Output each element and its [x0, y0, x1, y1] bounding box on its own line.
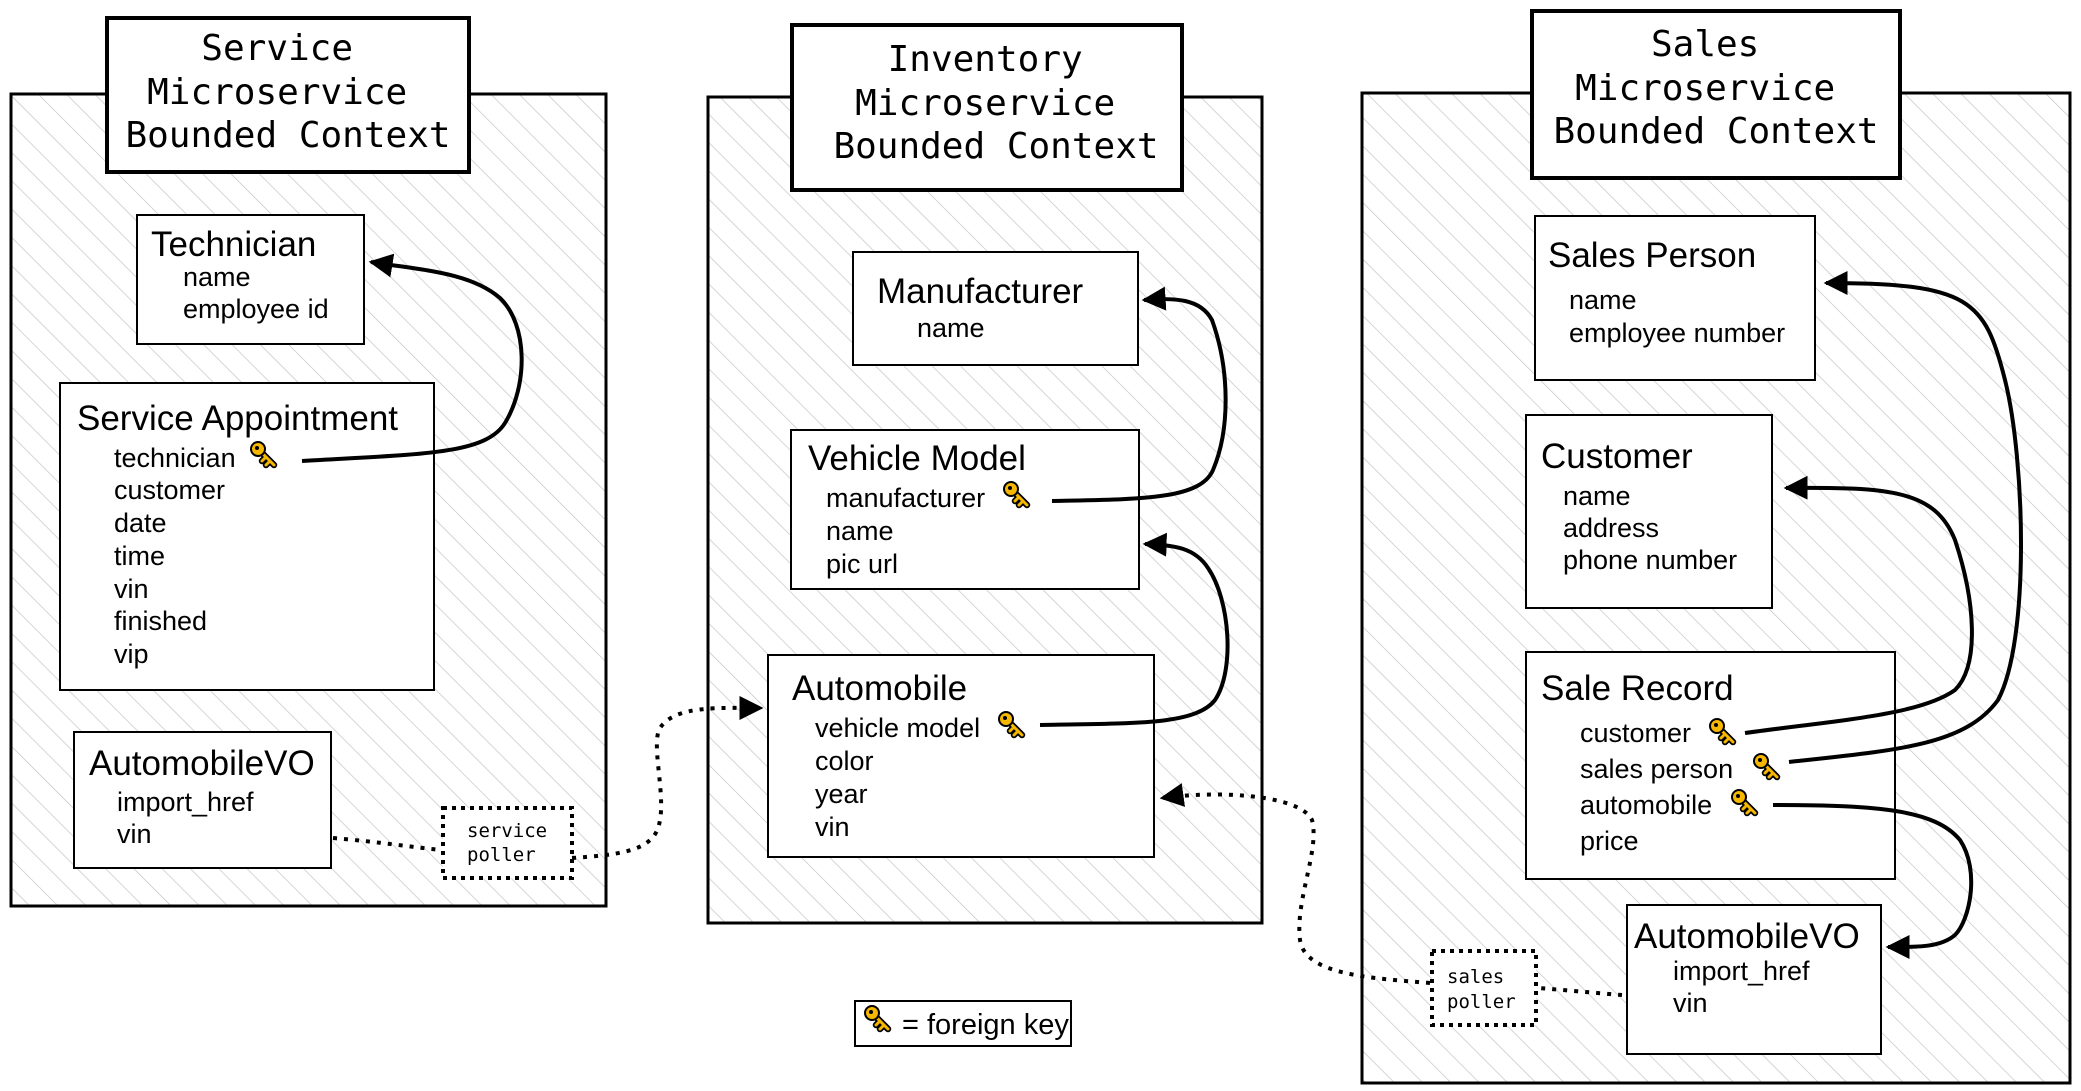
inventory-context-title: Inventory Microservice Bounded Context	[833, 39, 1158, 167]
service-context: Service Microservice Bounded Context Tec…	[9, 16, 608, 908]
entity-field: address	[1563, 513, 1659, 543]
entity-title: Sales Person	[1548, 236, 1756, 275]
entity-title: AutomobileVO	[1634, 917, 1860, 956]
entity-field: sales person	[1580, 754, 1733, 784]
entity-title: Customer	[1541, 437, 1693, 476]
sales-context: Sales Microservice Bounded Context Sales…	[1360, 9, 2072, 1085]
entity-field: year	[815, 779, 868, 809]
entity-title: AutomobileVO	[89, 744, 315, 783]
inventory-context: Inventory Microservice Bounded Context M…	[706, 23, 1264, 925]
fk-arrow-technician	[301, 253, 524, 463]
entity-title: Service Appointment	[77, 399, 398, 438]
entity-field: vin	[815, 812, 850, 842]
sales-poller-label: sales poller	[1447, 966, 1516, 1013]
service-poller: service poller	[441, 806, 574, 880]
entity-field: employee id	[183, 294, 329, 324]
entity-field: import_href	[117, 787, 254, 817]
entity-field: pic url	[826, 549, 898, 579]
entity-vehicle-model[interactable]: Vehicle Model manufacturer name pic url	[790, 429, 1140, 590]
entity-field: phone number	[1563, 545, 1737, 575]
entity-field: name	[1569, 285, 1637, 315]
entity-field: vin	[117, 819, 152, 849]
entity-field: automobile	[1580, 790, 1712, 820]
entity-sales-person[interactable]: Sales Person name employee number	[1534, 215, 1816, 381]
entity-field: color	[815, 746, 874, 776]
fk-arrow-sales-person	[1788, 271, 2023, 764]
entity-title: Automobile	[792, 669, 967, 708]
entity-field: vin	[114, 574, 149, 604]
fk-arrow-vehicle-model	[1039, 532, 1230, 727]
poll-line-service-vo	[332, 836, 443, 852]
entity-field: customer	[114, 475, 225, 505]
relationships	[301, 253, 2023, 997]
entity-customer[interactable]: Customer name address phone number	[1525, 414, 1773, 609]
entity-field: name	[917, 313, 985, 343]
entity-field: date	[114, 508, 167, 538]
service-context-title-box	[105, 16, 471, 174]
entity-technician[interactable]: Technician name employee id	[136, 214, 365, 345]
legend: = foreign key	[854, 1000, 1072, 1047]
entity-title: Sale Record	[1541, 669, 1734, 708]
entity-automobilevo-sales[interactable]: AutomobileVO import_href vin	[1626, 904, 1882, 1055]
entity-field: price	[1580, 826, 1639, 856]
entity-field: technician	[114, 443, 236, 473]
entity-field: vin	[1673, 988, 1708, 1018]
legend-label: = foreign key	[902, 1009, 1069, 1041]
entity-title: Technician	[151, 225, 316, 264]
entity-field: vip	[114, 639, 149, 669]
entity-title: Vehicle Model	[808, 439, 1026, 478]
entity-field: manufacturer	[826, 483, 985, 513]
entity-field: name	[826, 516, 894, 546]
entity-field: name	[1563, 481, 1631, 511]
sales-context-title-box	[1530, 9, 1902, 180]
entity-field: customer	[1580, 718, 1691, 748]
entity-field: vehicle model	[815, 713, 980, 743]
entity-automobilevo-service[interactable]: AutomobileVO import_href vin	[73, 731, 332, 869]
entity-field: employee number	[1569, 318, 1785, 348]
entity-sale-record[interactable]: Sale Record customer sales person automo…	[1525, 651, 1896, 880]
entity-manufacturer[interactable]: Manufacturer name	[852, 251, 1139, 366]
sales-poller: sales poller	[1430, 949, 1538, 1027]
entity-title: Manufacturer	[877, 272, 1084, 311]
entity-automobile[interactable]: Automobile vehicle model color year vin	[767, 654, 1155, 858]
service-poller-label: service poller	[467, 820, 559, 866]
entity-field: name	[183, 262, 251, 292]
poll-arrow-service-poller	[571, 695, 764, 860]
fk-arrow-manufacturer	[1051, 286, 1228, 503]
fk-arrow-customer	[1744, 475, 1974, 735]
entity-field: time	[114, 541, 165, 571]
poll-arrow-sales-poller	[1159, 783, 1431, 985]
entity-field: finished	[114, 606, 207, 636]
service-context-title: Service Microservice Bounded Context	[125, 28, 450, 156]
inventory-context-title-box	[790, 23, 1184, 192]
fk-arrow-automobile	[1772, 803, 1974, 960]
entity-service-appointment[interactable]: Service Appointment technician customer …	[59, 382, 435, 691]
entity-field: import_href	[1673, 956, 1810, 986]
sales-context-title: Sales Microservice Bounded Context	[1553, 24, 1878, 152]
